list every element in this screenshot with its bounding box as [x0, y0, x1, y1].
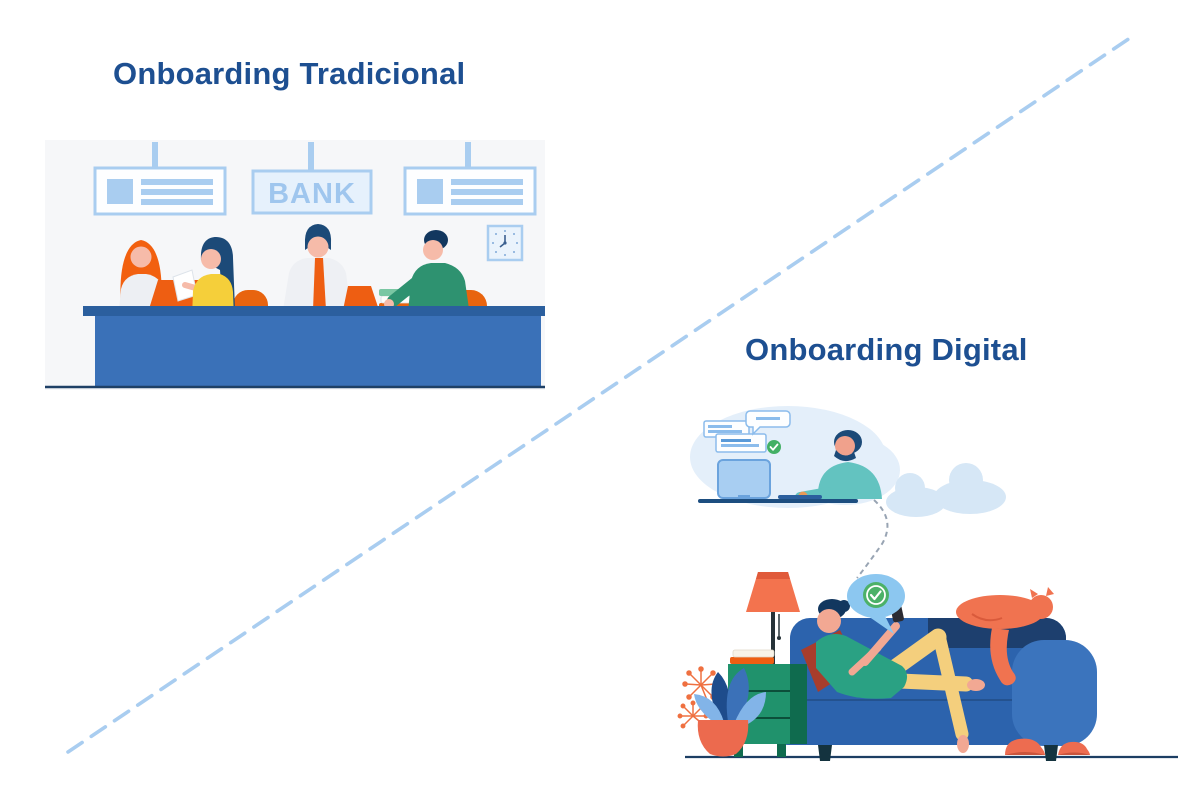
- hanging-sign-right-icon: [403, 166, 537, 216]
- agent-desk: [698, 499, 858, 503]
- slippers: [1005, 738, 1090, 755]
- bank-teller-man: [283, 224, 351, 310]
- digital-title: Onboarding Digital: [745, 332, 1028, 367]
- checkmark-icon-chat: [767, 440, 781, 454]
- books-on-table: [730, 649, 775, 664]
- checkmark-icon-bubble: [863, 582, 889, 608]
- remote-agent-figure: [778, 430, 882, 502]
- bank-counter-desk: [83, 306, 545, 386]
- traditional-title: Onboarding Tradicional: [113, 56, 466, 91]
- potted-plant: [677, 666, 766, 757]
- digital-onboarding-illustration: [677, 406, 1178, 761]
- chat-window-icons: [703, 410, 791, 453]
- clouds: [886, 463, 1006, 517]
- bank-sign-text: BANK: [268, 178, 356, 210]
- bank-branch-illustration: BANK: [45, 140, 545, 390]
- laptop-icon-center: [343, 286, 379, 310]
- bank-sign: BANK: [251, 169, 373, 215]
- wall-clock-icon: [486, 224, 524, 262]
- relaxing-person: [816, 598, 985, 753]
- computer-monitor-icon: [717, 459, 771, 503]
- dashed-connector: [856, 499, 889, 579]
- floor-lamp: [746, 572, 800, 672]
- cat: [956, 587, 1054, 686]
- hanging-sign-left-icon: [93, 166, 227, 216]
